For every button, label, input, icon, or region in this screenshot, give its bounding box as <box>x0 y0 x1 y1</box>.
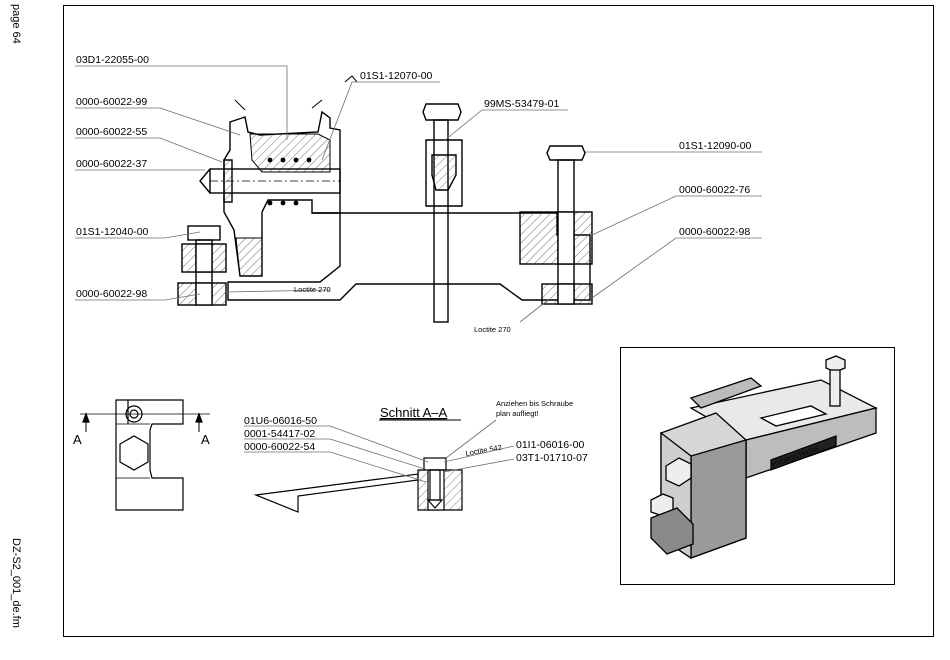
label-0000-60022-99: 0000-60022-99 <box>76 96 147 108</box>
section-screw-head <box>423 457 447 471</box>
center-clamp <box>425 139 463 207</box>
drawing-frame <box>63 5 934 637</box>
label-0000-60022-55: 0000-60022-55 <box>76 126 147 138</box>
iso-loose-screw <box>825 355 846 373</box>
label-03t1-01710-07: 03T1-01710-07 <box>516 452 588 464</box>
isometric-drawing: HYDROSTRESS <box>650 355 878 560</box>
center-screw-head <box>422 103 462 121</box>
label-01i1-06016-00: 01I1-06016-00 <box>516 439 584 451</box>
label-01s1-12090-00: 01S1-12090-00 <box>679 140 752 152</box>
rail-lower-hatch <box>235 237 263 277</box>
label-01u6-06016-50: 01U6-06016-50 <box>244 415 317 427</box>
label-01s1-12070-00: 01S1-12070-00 <box>360 70 433 82</box>
label-01s1-12040-00: 01S1-12040-00 <box>76 226 149 238</box>
main-assembly <box>177 75 593 323</box>
label-0000-60022-37: 0000-60022-37 <box>76 158 147 170</box>
center-screw-shank <box>433 119 449 323</box>
label-03d1-22055-00: 03D1-22055-00 <box>76 54 149 66</box>
iso-brand-strip <box>770 435 837 471</box>
label-0001-54417-02: 0001-54417-02 <box>244 428 315 440</box>
rail-hatch <box>249 133 331 173</box>
note-loctite-270-a: Loctite 270 <box>294 285 331 294</box>
section-title: Schnitt A–A <box>380 405 448 420</box>
section-leaders <box>244 419 515 483</box>
detail-hex <box>119 435 149 471</box>
section-marker-left: A <box>73 432 82 447</box>
detail-view <box>80 399 210 511</box>
right-bolt-head <box>546 145 586 161</box>
section-note-line1: Anziehen bis Schraube <box>496 399 573 408</box>
leader-lines <box>75 65 762 323</box>
section-view <box>253 457 463 513</box>
label-0000-60022-98-right: 0000-60022-98 <box>679 226 750 238</box>
right-block <box>519 211 593 265</box>
iso-hex-bolt <box>665 457 692 487</box>
spring-dots <box>267 157 312 206</box>
note-loctite-270-b: Loctite 270 <box>474 325 511 334</box>
label-99ms-53479-01: 99MS-53479-01 <box>484 98 559 110</box>
section-marker-right: A <box>201 432 210 447</box>
section-note-line2: plan aufliegt! <box>496 409 539 418</box>
isometric-inset: HYDROSTRESS <box>620 347 895 585</box>
label-0000-60022-76: 0000-60022-76 <box>679 184 750 196</box>
label-0000-60022-98-left: 0000-60022-98 <box>76 288 147 300</box>
label-0000-60022-54: 0000-60022-54 <box>244 441 315 453</box>
